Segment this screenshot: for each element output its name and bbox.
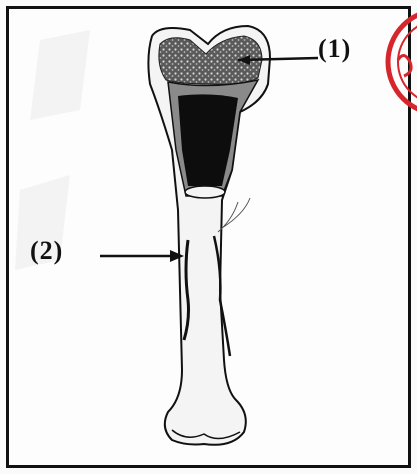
label-2: (2) [30,236,63,266]
cavity-cut-edge [185,186,225,198]
pointer-line-1 [238,55,318,65]
background-smudge [15,30,90,270]
stamp-seal [388,10,417,114]
pointer-line-2 [100,250,184,262]
label-1: (1) [318,34,351,64]
